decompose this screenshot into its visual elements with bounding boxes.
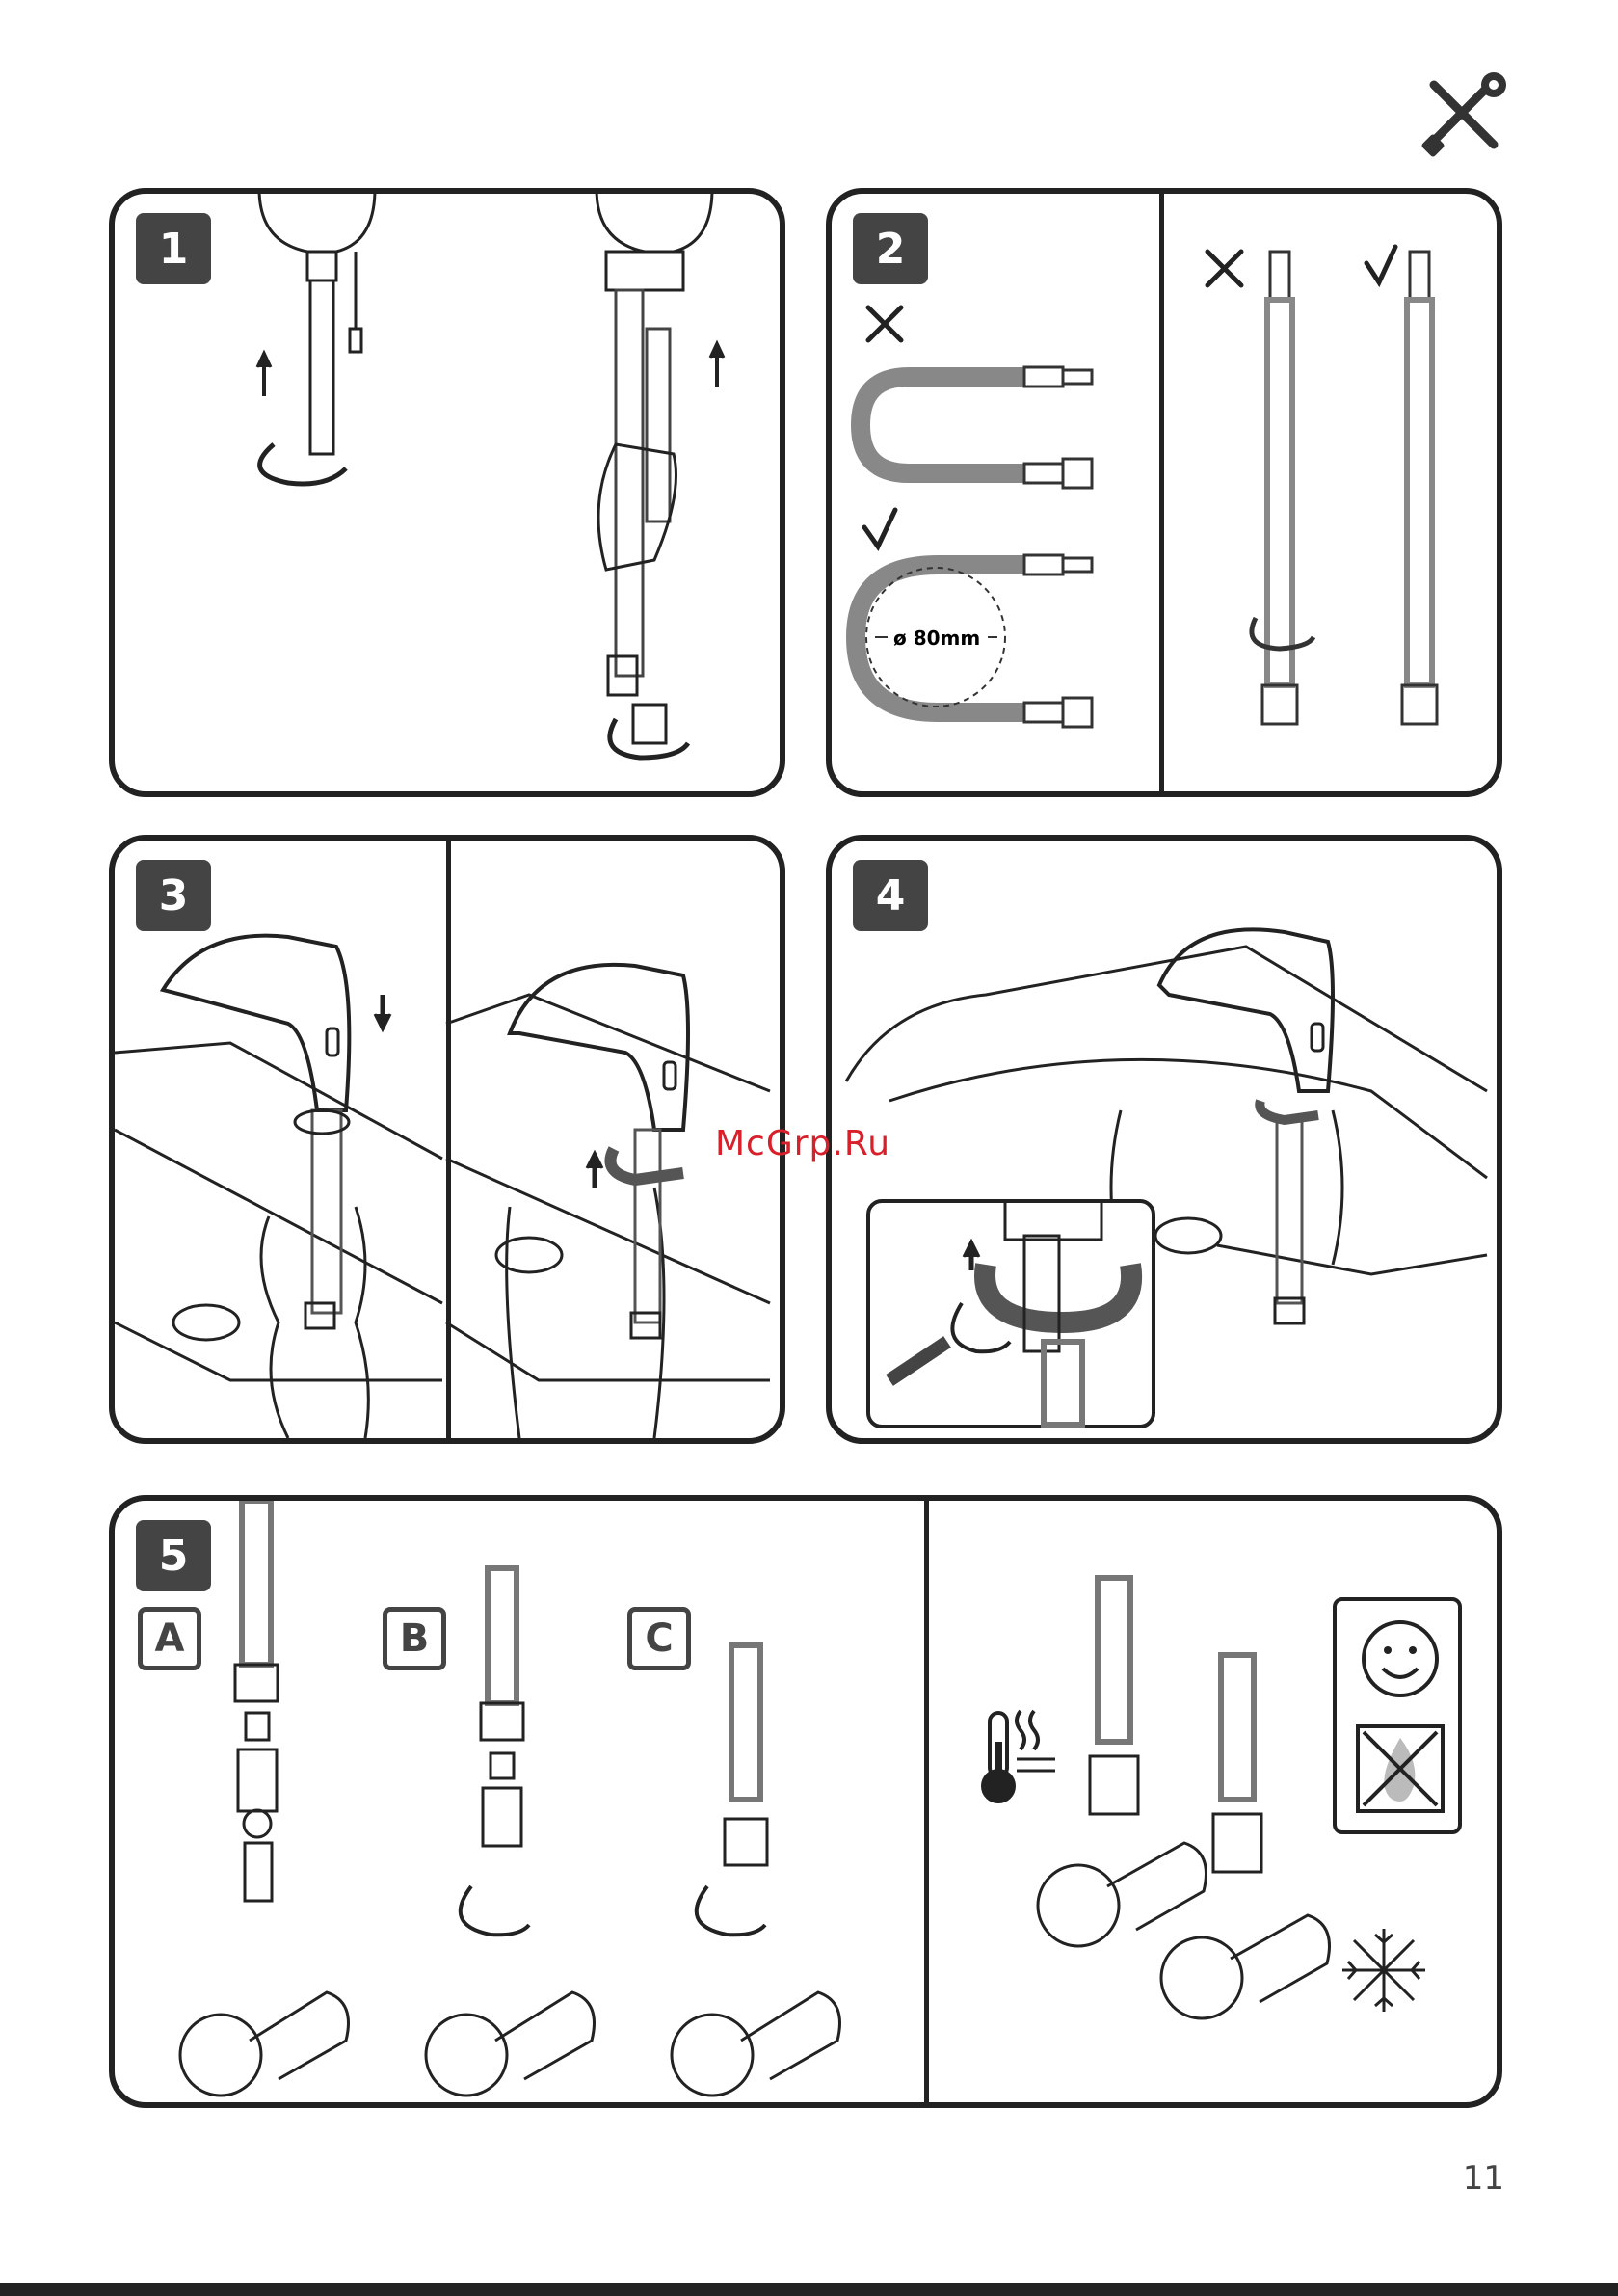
watermark: McGrp.Ru bbox=[715, 1124, 890, 1163]
hose-install-illustration bbox=[115, 194, 780, 791]
page-number: 11 bbox=[1463, 2159, 1504, 2198]
thermometer-icon bbox=[978, 1703, 1065, 1809]
step-5-panel: 5 A B C bbox=[109, 1495, 1502, 2108]
step-4-panel: 4 bbox=[826, 835, 1502, 1444]
no-fire-icon bbox=[1356, 1724, 1445, 1813]
bottom-rule bbox=[0, 2283, 1618, 2296]
hose-bend-illustration: ø 80mm bbox=[832, 194, 1497, 791]
faucet-tighten-illustration bbox=[832, 841, 1497, 1438]
step-3-panel: 3 bbox=[109, 835, 785, 1444]
faucet-mount-illustration bbox=[115, 841, 780, 1438]
step-1-panel: 1 bbox=[109, 188, 785, 797]
snowflake-icon bbox=[1339, 1925, 1429, 2016]
step-2-panel: 2 ø 80mm bbox=[826, 188, 1502, 797]
smiley-icon bbox=[1360, 1618, 1441, 1699]
diameter-label: ø 80mm bbox=[893, 627, 980, 650]
rating-box bbox=[1333, 1597, 1462, 1834]
tools-icon bbox=[1415, 66, 1511, 162]
valve-connection-illustration bbox=[115, 1501, 1497, 2102]
